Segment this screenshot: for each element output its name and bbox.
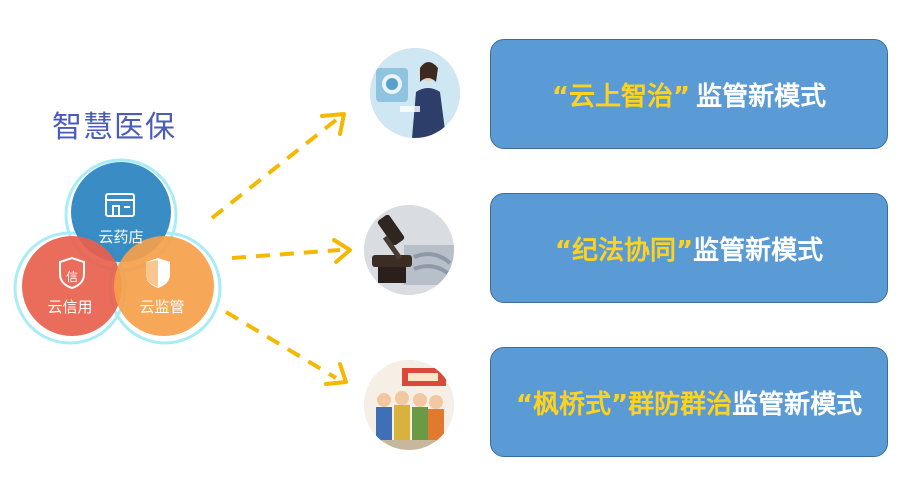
arrowhead-1 [320,112,346,136]
mode-box-2-text: 监管新模式 [693,235,824,266]
venn-label-right: 云监管 [139,298,184,316]
venn-circle-cloud-credit [22,236,122,336]
smart-governance-photo [370,48,460,138]
arrowhead-3 [324,362,348,386]
credit-shield-icon: 信 [59,256,85,290]
venn-diagram: 云药店 信 云信用 云监管 [13,158,222,345]
gavel-photo [364,205,454,295]
community-crowd-photo [364,360,454,450]
mode-box-discipline-law: “纪法协同” 监管新模式 [490,193,888,303]
arrowhead-2 [332,238,352,264]
shield-icon [146,258,170,288]
store-icon [105,193,135,217]
venn-circle-cloud-supervision [114,236,214,336]
mode-box-fengqiao: “枫桥式”群防群治 监管新模式 [490,347,888,457]
mode-box-cloud-governance: “云上智治” 监管新模式 [490,39,888,149]
diagram-title: 智慧医保 [52,110,176,145]
svg-text:信: 信 [66,270,78,284]
mode-box-2-highlight: “纪法协同” [554,235,694,266]
venn-label-top: 云药店 [98,228,143,246]
mode-box-1-highlight: “云上智治” [551,81,691,112]
venn-circle-cloud-pharmacy [71,162,171,262]
venn-label-left: 云信用 [47,298,92,316]
arrow-to-box-2 [231,248,341,260]
mode-box-1-text: 监管新模式 [696,81,827,112]
mode-box-3-highlight: “枫桥式”群防群治 [515,389,733,420]
arrow-to-box-3 [224,310,338,380]
mode-box-3-text: 监管新模式 [732,389,863,420]
